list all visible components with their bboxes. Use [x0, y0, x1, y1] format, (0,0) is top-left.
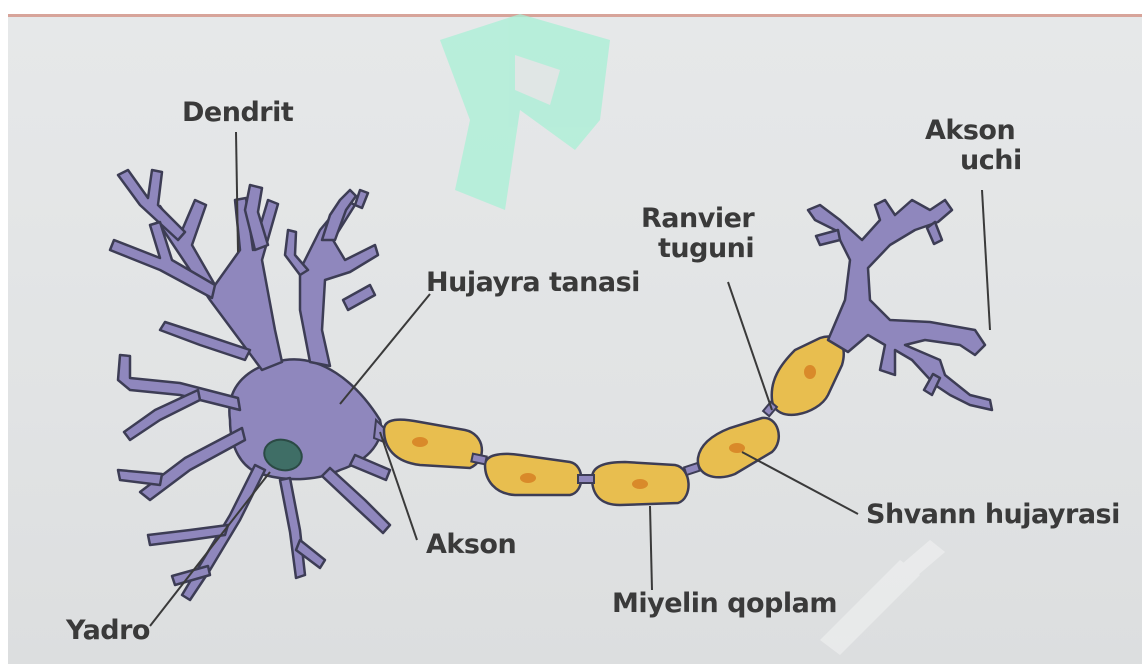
- watermark-streak: [820, 540, 945, 655]
- watermark-logo: [440, 14, 610, 210]
- label-dendrit: Dendrit: [182, 98, 293, 128]
- cell-body: [110, 170, 390, 600]
- label-yadro: Yadro: [66, 616, 150, 646]
- label-akson-uchi-line2: uchi: [960, 146, 1022, 176]
- label-akson: Akson: [426, 530, 516, 560]
- myelin-sheath: [384, 337, 844, 505]
- label-ranvier-line1: Ranvier: [641, 204, 754, 234]
- label-miyelin-qoplam: Miyelin qoplam: [612, 589, 837, 619]
- label-hujayra-tanasi: Hujayra tanasi: [426, 268, 640, 298]
- label-ranvier-line2: tuguni: [658, 234, 754, 264]
- label-shvann-hujayrasi: Shvann hujayrasi: [866, 500, 1120, 530]
- label-akson-uchi-line1: Akson: [925, 116, 1015, 146]
